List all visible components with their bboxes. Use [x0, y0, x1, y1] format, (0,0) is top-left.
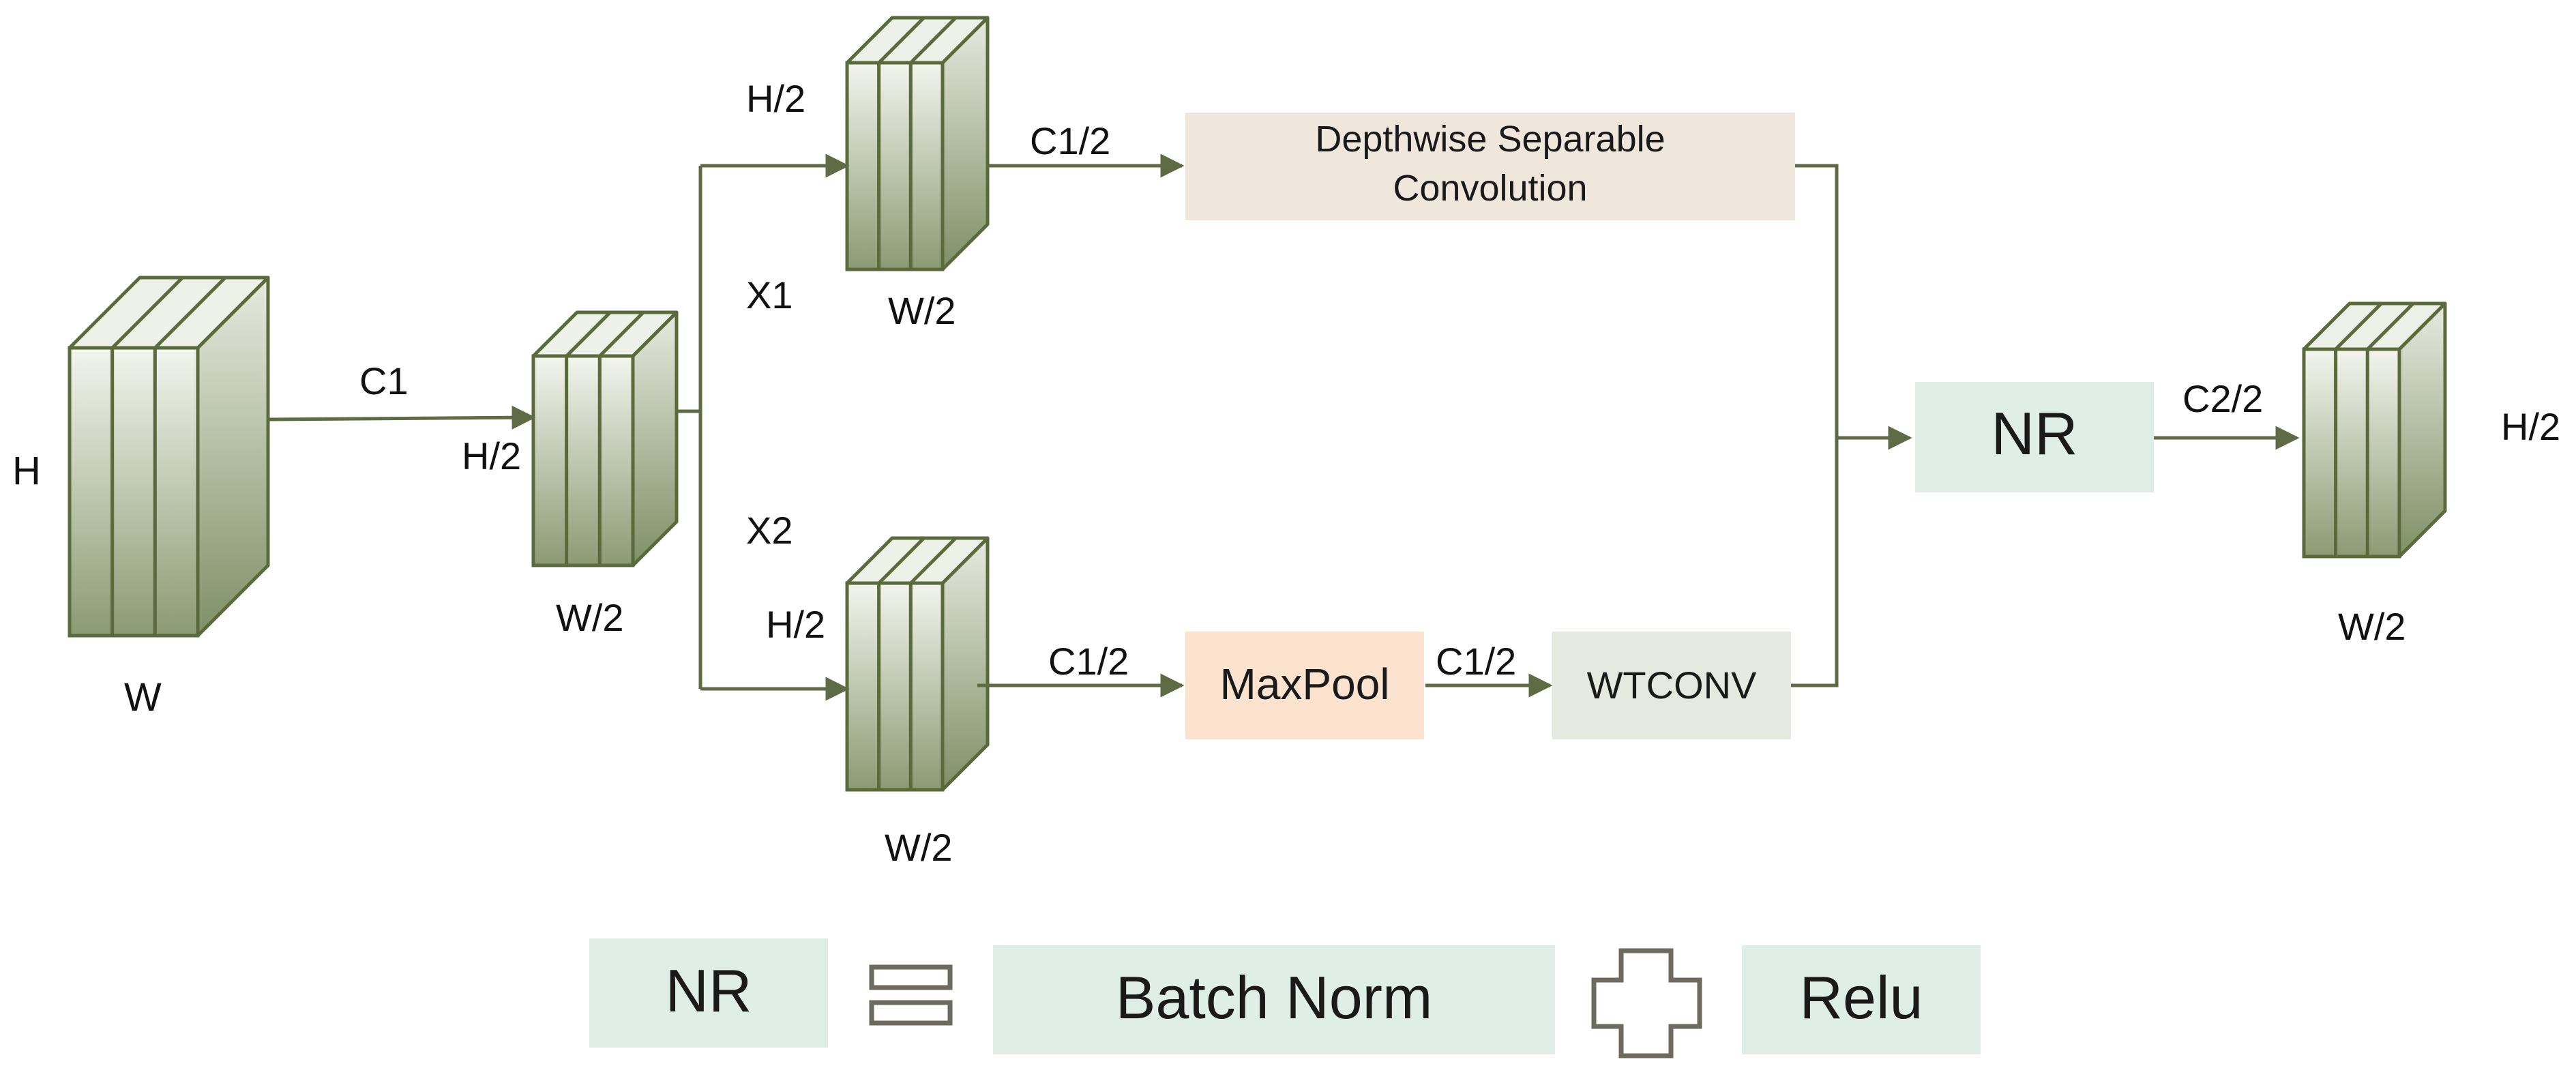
- branch2-mid-c-label: C1/2: [1436, 640, 1516, 683]
- stem-c-label: C1: [359, 359, 409, 402]
- depthwise-separable-conv-box: [1185, 113, 1795, 220]
- stem-h-label: H/2: [462, 434, 521, 477]
- maxpool-box: [1185, 632, 1424, 739]
- branch1-c-label: C1/2: [1030, 119, 1110, 162]
- split-lines: [677, 166, 702, 413]
- plus-icon: [1591, 948, 1702, 1058]
- branch1-w-label: W/2: [888, 289, 956, 332]
- input-feature-block: [68, 276, 270, 638]
- dsc-label-line2: Convolution: [1393, 168, 1587, 209]
- dsc-merge-line: [1790, 164, 1839, 687]
- branch1-x1-label: X1: [746, 273, 793, 316]
- output-w-label: W/2: [2338, 605, 2406, 648]
- input-to-stem-arrow: [267, 405, 536, 430]
- x2-feature-block: [845, 536, 990, 792]
- equals-icon: [869, 964, 953, 1026]
- nr-box: [1915, 382, 2154, 492]
- output-c-label: C2/2: [2182, 377, 2263, 420]
- legend-nr-label: NR: [665, 957, 752, 1024]
- branch1-h-label: H/2: [746, 77, 805, 120]
- legend-batch-norm-label: Batch Norm: [1116, 964, 1433, 1031]
- wtconv-label: WTCONV: [1587, 664, 1758, 707]
- nr-label: NR: [1991, 400, 2077, 467]
- output-feature-block: [2302, 301, 2447, 559]
- stem-feature-block: [531, 310, 679, 567]
- branch2-c-label: C1/2: [1048, 640, 1129, 683]
- legend-relu-label: Relu: [1800, 964, 1923, 1031]
- x1-feature-block: [845, 16, 990, 271]
- input-h-label: H: [12, 449, 41, 493]
- wtconv-box: [1552, 632, 1791, 739]
- output-h-label: H/2: [2501, 405, 2560, 448]
- legend: NR Batch Norm Relu: [589, 938, 1981, 1058]
- maxpool-label: MaxPool: [1220, 660, 1390, 709]
- branch2-w-label: W/2: [885, 826, 953, 869]
- stem-w-label: W/2: [556, 596, 624, 639]
- branch2-x2-label: X2: [746, 509, 793, 552]
- legend-nr-box: [589, 938, 828, 1048]
- branch2-h-label: H/2: [766, 603, 825, 646]
- legend-batch-norm-box: [993, 945, 1555, 1054]
- input-w-label: W: [124, 675, 162, 720]
- legend-relu-box: [1742, 945, 1981, 1054]
- dsc-label-line1: Depthwise Separable: [1315, 119, 1665, 160]
